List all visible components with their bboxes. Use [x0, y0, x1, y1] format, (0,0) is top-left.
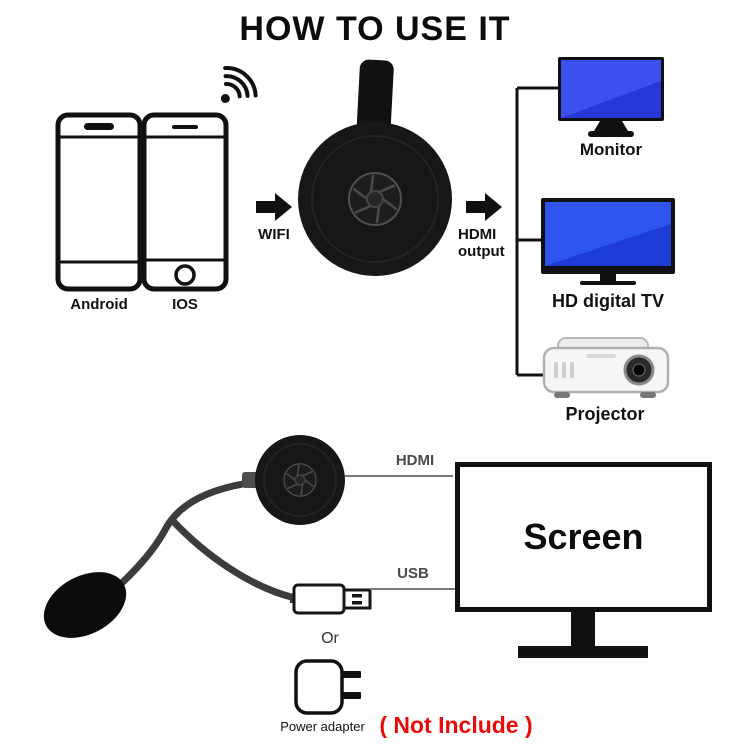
power-adapter-label: Power adapter: [280, 719, 365, 734]
wifi-arrow-icon: [256, 193, 292, 221]
screen-display: Screen: [455, 462, 712, 612]
screen-stand-base: [518, 646, 648, 658]
page-title: HOW TO USE IT: [239, 10, 511, 48]
ios-phone-icon: [141, 112, 229, 292]
screen-stand-neck: [571, 612, 595, 646]
hdmi-connection-line: [345, 475, 453, 477]
not-include-label: ( Not Include ): [379, 712, 533, 738]
wifi-signal-icon: [220, 66, 258, 104]
tv-icon: [541, 198, 675, 285]
hdmi-output-line2: output: [458, 243, 505, 260]
power-adapter-icon: [294, 659, 361, 715]
screen-label: Screen: [523, 516, 644, 557]
ios-label: IOS: [172, 296, 198, 313]
hdmi-output-label: HDMI output: [458, 226, 538, 260]
usb-cable-label: USB: [397, 565, 429, 582]
android-phone-icon: [55, 112, 143, 292]
android-label: Android: [70, 296, 128, 313]
usb-branch-cable: [168, 516, 299, 602]
tv-label: HD digital TV: [552, 291, 664, 311]
monitor-icon: [558, 57, 664, 137]
dongle-device-icon: [298, 59, 452, 276]
power-cable: [105, 478, 260, 599]
wifi-arrow-label: WIFI: [258, 226, 290, 243]
wifi-receiver-body: [43, 572, 127, 638]
projector-label: Projector: [565, 404, 645, 424]
hdmi-arrow-icon: [466, 193, 502, 221]
dongle-cable-assembly: [43, 435, 345, 638]
hdmi-output-line1: HDMI: [458, 226, 497, 243]
usb-plug-icon: [290, 583, 372, 615]
hdmi-cable-label: HDMI: [395, 452, 435, 469]
connector-bracket-lines: [515, 86, 560, 377]
monitor-label: Monitor: [579, 140, 643, 159]
usb-connection-line: [370, 588, 455, 590]
projector-icon: [542, 337, 670, 398]
or-label: Or: [321, 630, 339, 647]
